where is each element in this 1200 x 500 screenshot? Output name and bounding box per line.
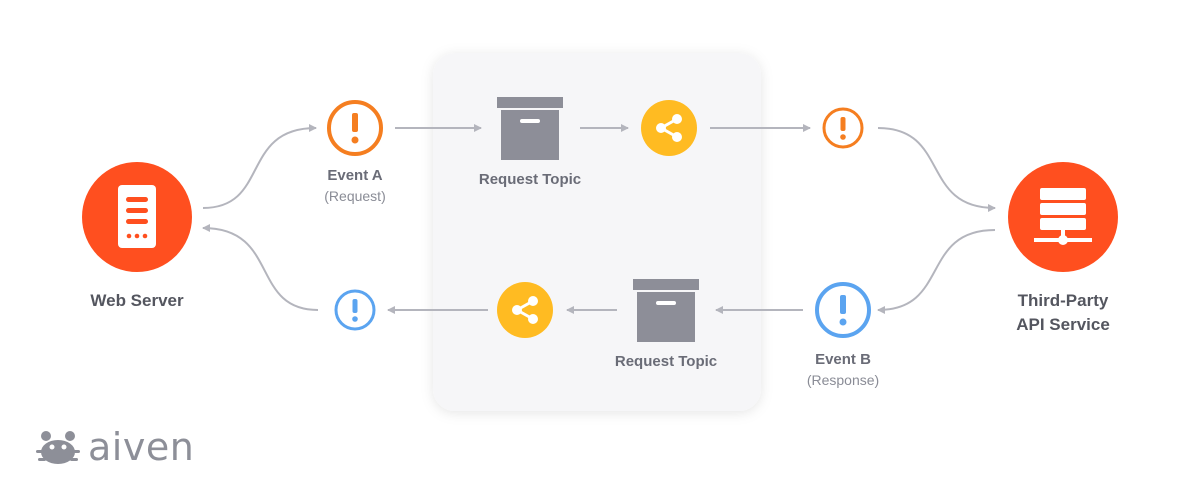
third-party-label-line2: API Service [1016,315,1110,334]
web-server-label: Web Server [90,291,184,310]
outbound-event-icon [822,107,864,149]
event-a-subtitle: (Request) [324,188,386,204]
arrow-thirdparty-to-event-b [877,229,996,314]
third-party-label-line1: Third-Party [1017,291,1109,310]
event-b-icon [815,282,871,338]
request-topic-box-top [497,97,563,160]
share-icon [497,282,553,338]
event-b-label: Event B (Response) [807,349,879,391]
network-server-icon [1034,188,1092,245]
event-b-title: Event B [815,351,871,368]
event-a-icon [327,100,383,156]
share-icon [641,100,697,156]
event-a-title: Event A [327,167,383,184]
web-server-node [82,162,192,272]
request-topic-box-bottom [633,279,699,342]
crab-logo-icon [36,431,80,464]
server-icon [118,185,156,248]
arrow-event-to-thirdparty [877,127,996,212]
arrow-webserver-to-event-a [202,124,317,209]
request-topic-label-top: Request Topic [478,171,582,188]
inbound-event-icon [334,289,376,331]
third-party-label: Third-Party API Service [1016,289,1110,337]
event-a-label: Event A (Request) [324,165,385,207]
arrow-event-to-webserver [202,224,319,311]
event-b-subtitle: (Response) [806,372,880,388]
flow-arrows [202,124,996,314]
third-party-node [1008,162,1118,272]
brand-wordmark: aiven [88,425,195,469]
request-topic-label-bottom: Request Topic [614,353,718,370]
